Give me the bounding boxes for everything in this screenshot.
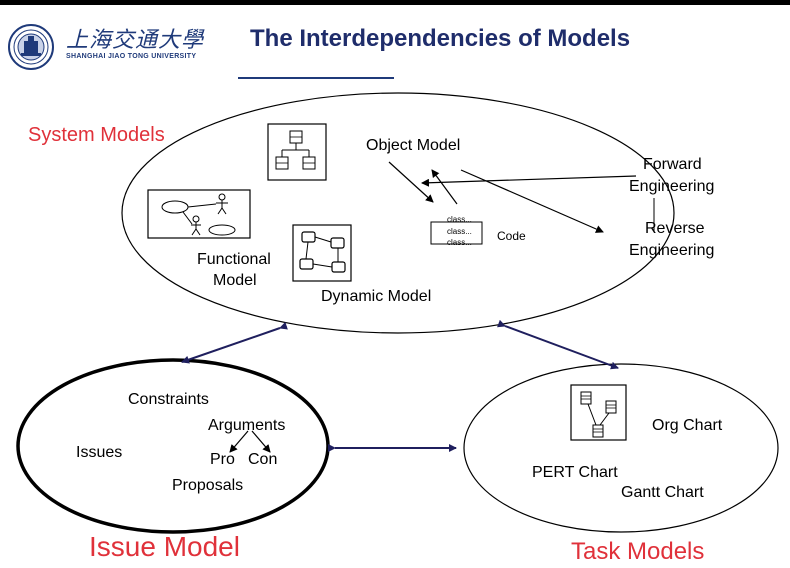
org-chart-icon (570, 384, 627, 441)
pert-chart-label: PERT Chart (532, 464, 618, 481)
gantt-chart-label: Gantt Chart (621, 484, 704, 501)
issue-model-ellipse (16, 358, 330, 534)
arrow-arguments-to-pro (229, 430, 249, 453)
code-line-3: class... (447, 238, 472, 247)
arrow-object-to-code (388, 161, 434, 203)
top-bar (0, 0, 790, 5)
school-name-chinese: 上海交通大學 (66, 28, 205, 53)
org-chart-label: Org Chart (652, 417, 723, 434)
state-diagram-icon (292, 224, 352, 282)
code-box (430, 221, 483, 245)
code-line-1: class... (447, 215, 472, 224)
arrow-code-to-object (431, 169, 458, 205)
forward-engineering-label-line2: Engineering (629, 178, 715, 195)
con-label: Con (248, 451, 278, 468)
school-name-english: SHANGHAI JIAO TONG UNIVERSITY (66, 53, 197, 60)
use-case-diagram-icon (147, 189, 251, 239)
code-label: Code (497, 229, 526, 243)
task-models-ellipse (463, 363, 779, 533)
arrow-reverse-engineering (460, 169, 604, 233)
functional-model-label-line2: Model (213, 272, 257, 289)
proposals-label: Proposals (172, 477, 244, 494)
issue-model-heading: Issue Model (89, 531, 240, 562)
task-models-heading: Task Models (571, 538, 705, 565)
reverse-engineering-label-line1: Reverse (645, 220, 705, 237)
arrow-forward-engineering (421, 175, 637, 187)
dynamic-model-label: Dynamic Model (321, 288, 432, 305)
class-diagram-icon (267, 123, 327, 181)
connector-system-task (497, 319, 619, 370)
connector-system-issue (181, 321, 288, 364)
forward-engineering-label-line1: Forward (643, 156, 702, 173)
system-models-ellipse (121, 92, 675, 334)
issues-label: Issues (76, 444, 123, 461)
title-underline (238, 77, 394, 79)
code-line-2: class... (447, 227, 472, 236)
page-title: The Interdependencies of Models (250, 25, 631, 52)
pro-label: Pro (210, 451, 235, 468)
constraints-label: Constraints (128, 391, 209, 408)
reverse-engineering-label-line2: Engineering (629, 242, 715, 259)
functional-model-label-line1: Functional (197, 251, 271, 268)
arguments-label: Arguments (208, 417, 286, 434)
system-models-heading: System Models (28, 124, 165, 146)
arrow-arguments-to-con (251, 430, 271, 453)
object-model-label: Object Model (366, 137, 461, 154)
university-logo-icon (8, 24, 54, 70)
